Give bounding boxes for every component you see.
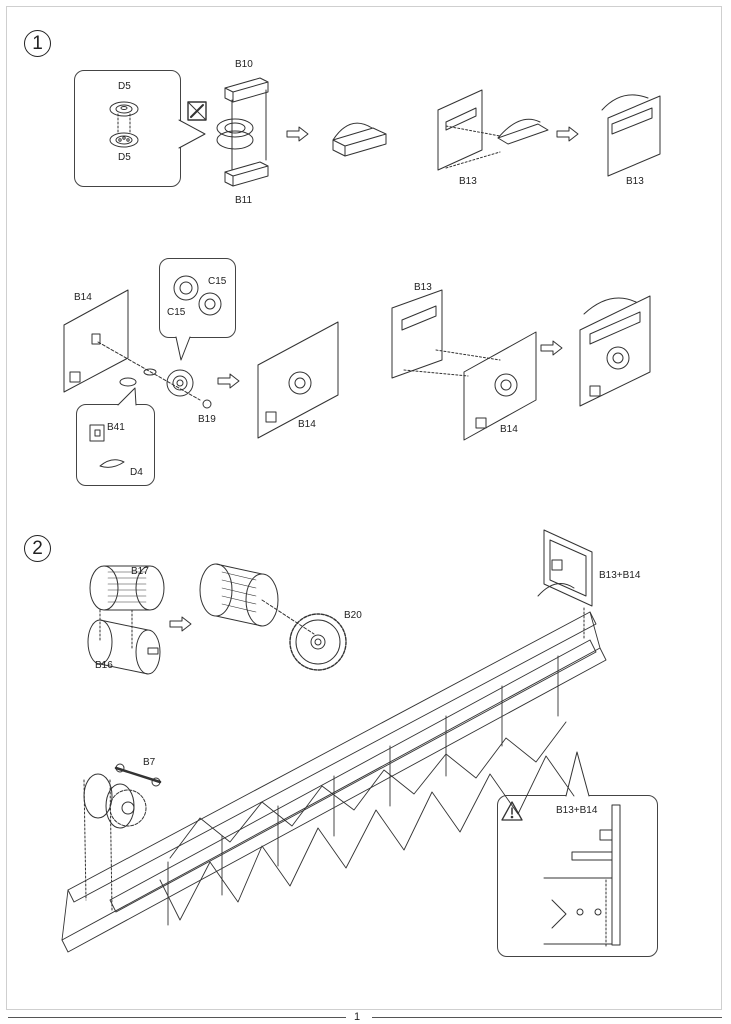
d5-washer-top xyxy=(109,101,139,117)
label-b13-c: B13 xyxy=(414,282,432,293)
b13-b14-assembled xyxy=(579,295,651,407)
label-b13-b14-b: B13+B14 xyxy=(556,805,598,816)
footer-rule-right xyxy=(372,1017,722,1018)
b13-b14-bracket xyxy=(537,529,593,641)
callout-b41-d4 xyxy=(76,404,155,486)
label-b41: B41 xyxy=(107,422,125,433)
b13-assembled xyxy=(601,94,661,177)
label-b13-b: B13 xyxy=(626,176,644,187)
arrow-icon xyxy=(556,126,579,142)
b41-part xyxy=(89,424,125,468)
arrow-icon xyxy=(217,373,240,389)
label-b7: B7 xyxy=(143,757,156,768)
page-number: 1 xyxy=(354,1011,361,1023)
b20-gear xyxy=(289,613,347,671)
label-b16: B16 xyxy=(95,660,113,671)
d4-washer xyxy=(119,368,157,387)
arrow-icon xyxy=(169,616,192,632)
c15-gear xyxy=(166,369,212,409)
b17-spool xyxy=(89,565,165,611)
detail-section xyxy=(543,804,621,947)
b16-spool xyxy=(87,609,161,675)
label-d5-top: D5 xyxy=(118,81,131,92)
label-d5-bottom: D5 xyxy=(118,152,131,163)
callout-c15-gear xyxy=(159,258,236,338)
label-b17: B17 xyxy=(131,566,149,577)
label-b20: B20 xyxy=(344,610,362,621)
c15-gear-detail xyxy=(173,275,222,316)
label-b11: B11 xyxy=(235,195,253,206)
no-glue-icon xyxy=(187,101,207,121)
label-c15-b: C15 xyxy=(167,307,186,318)
label-b13-a: B13 xyxy=(459,176,477,187)
b10-part xyxy=(224,77,269,161)
step-1-number: 1 xyxy=(24,30,51,57)
label-b14-c: B14 xyxy=(500,424,518,435)
b14-assembled xyxy=(257,321,339,439)
boom-lattice xyxy=(61,611,607,953)
page-border xyxy=(6,6,722,1010)
warning-icon xyxy=(501,801,523,821)
step-2-number: 2 xyxy=(24,535,51,562)
b13-b14-join xyxy=(391,289,537,441)
label-b14-a: B14 xyxy=(74,292,92,303)
d5-washer-bottom xyxy=(109,113,139,148)
label-d4: D4 xyxy=(130,467,143,478)
label-b13-b14-a: B13+B14 xyxy=(599,570,641,581)
footer-rule-left xyxy=(8,1017,346,1018)
washer-stack xyxy=(216,99,254,171)
callout-detail-b13-b14 xyxy=(497,795,658,957)
drum-assembly xyxy=(199,563,315,635)
label-b10: B10 xyxy=(235,59,253,70)
assembled-bracket xyxy=(332,122,387,157)
b13-panel xyxy=(437,89,549,171)
label-c15-a: C15 xyxy=(208,276,227,287)
callout-d5-washers xyxy=(74,70,181,187)
label-b14-b: B14 xyxy=(298,419,316,430)
b11-part xyxy=(224,161,269,187)
winch-drum xyxy=(83,773,147,911)
b14-panel xyxy=(63,289,201,401)
callout-pointers xyxy=(117,119,590,797)
arrow-icon xyxy=(540,340,563,356)
label-b19: B19 xyxy=(198,414,216,425)
b7-axle xyxy=(114,763,162,787)
arrow-icon xyxy=(286,126,309,142)
